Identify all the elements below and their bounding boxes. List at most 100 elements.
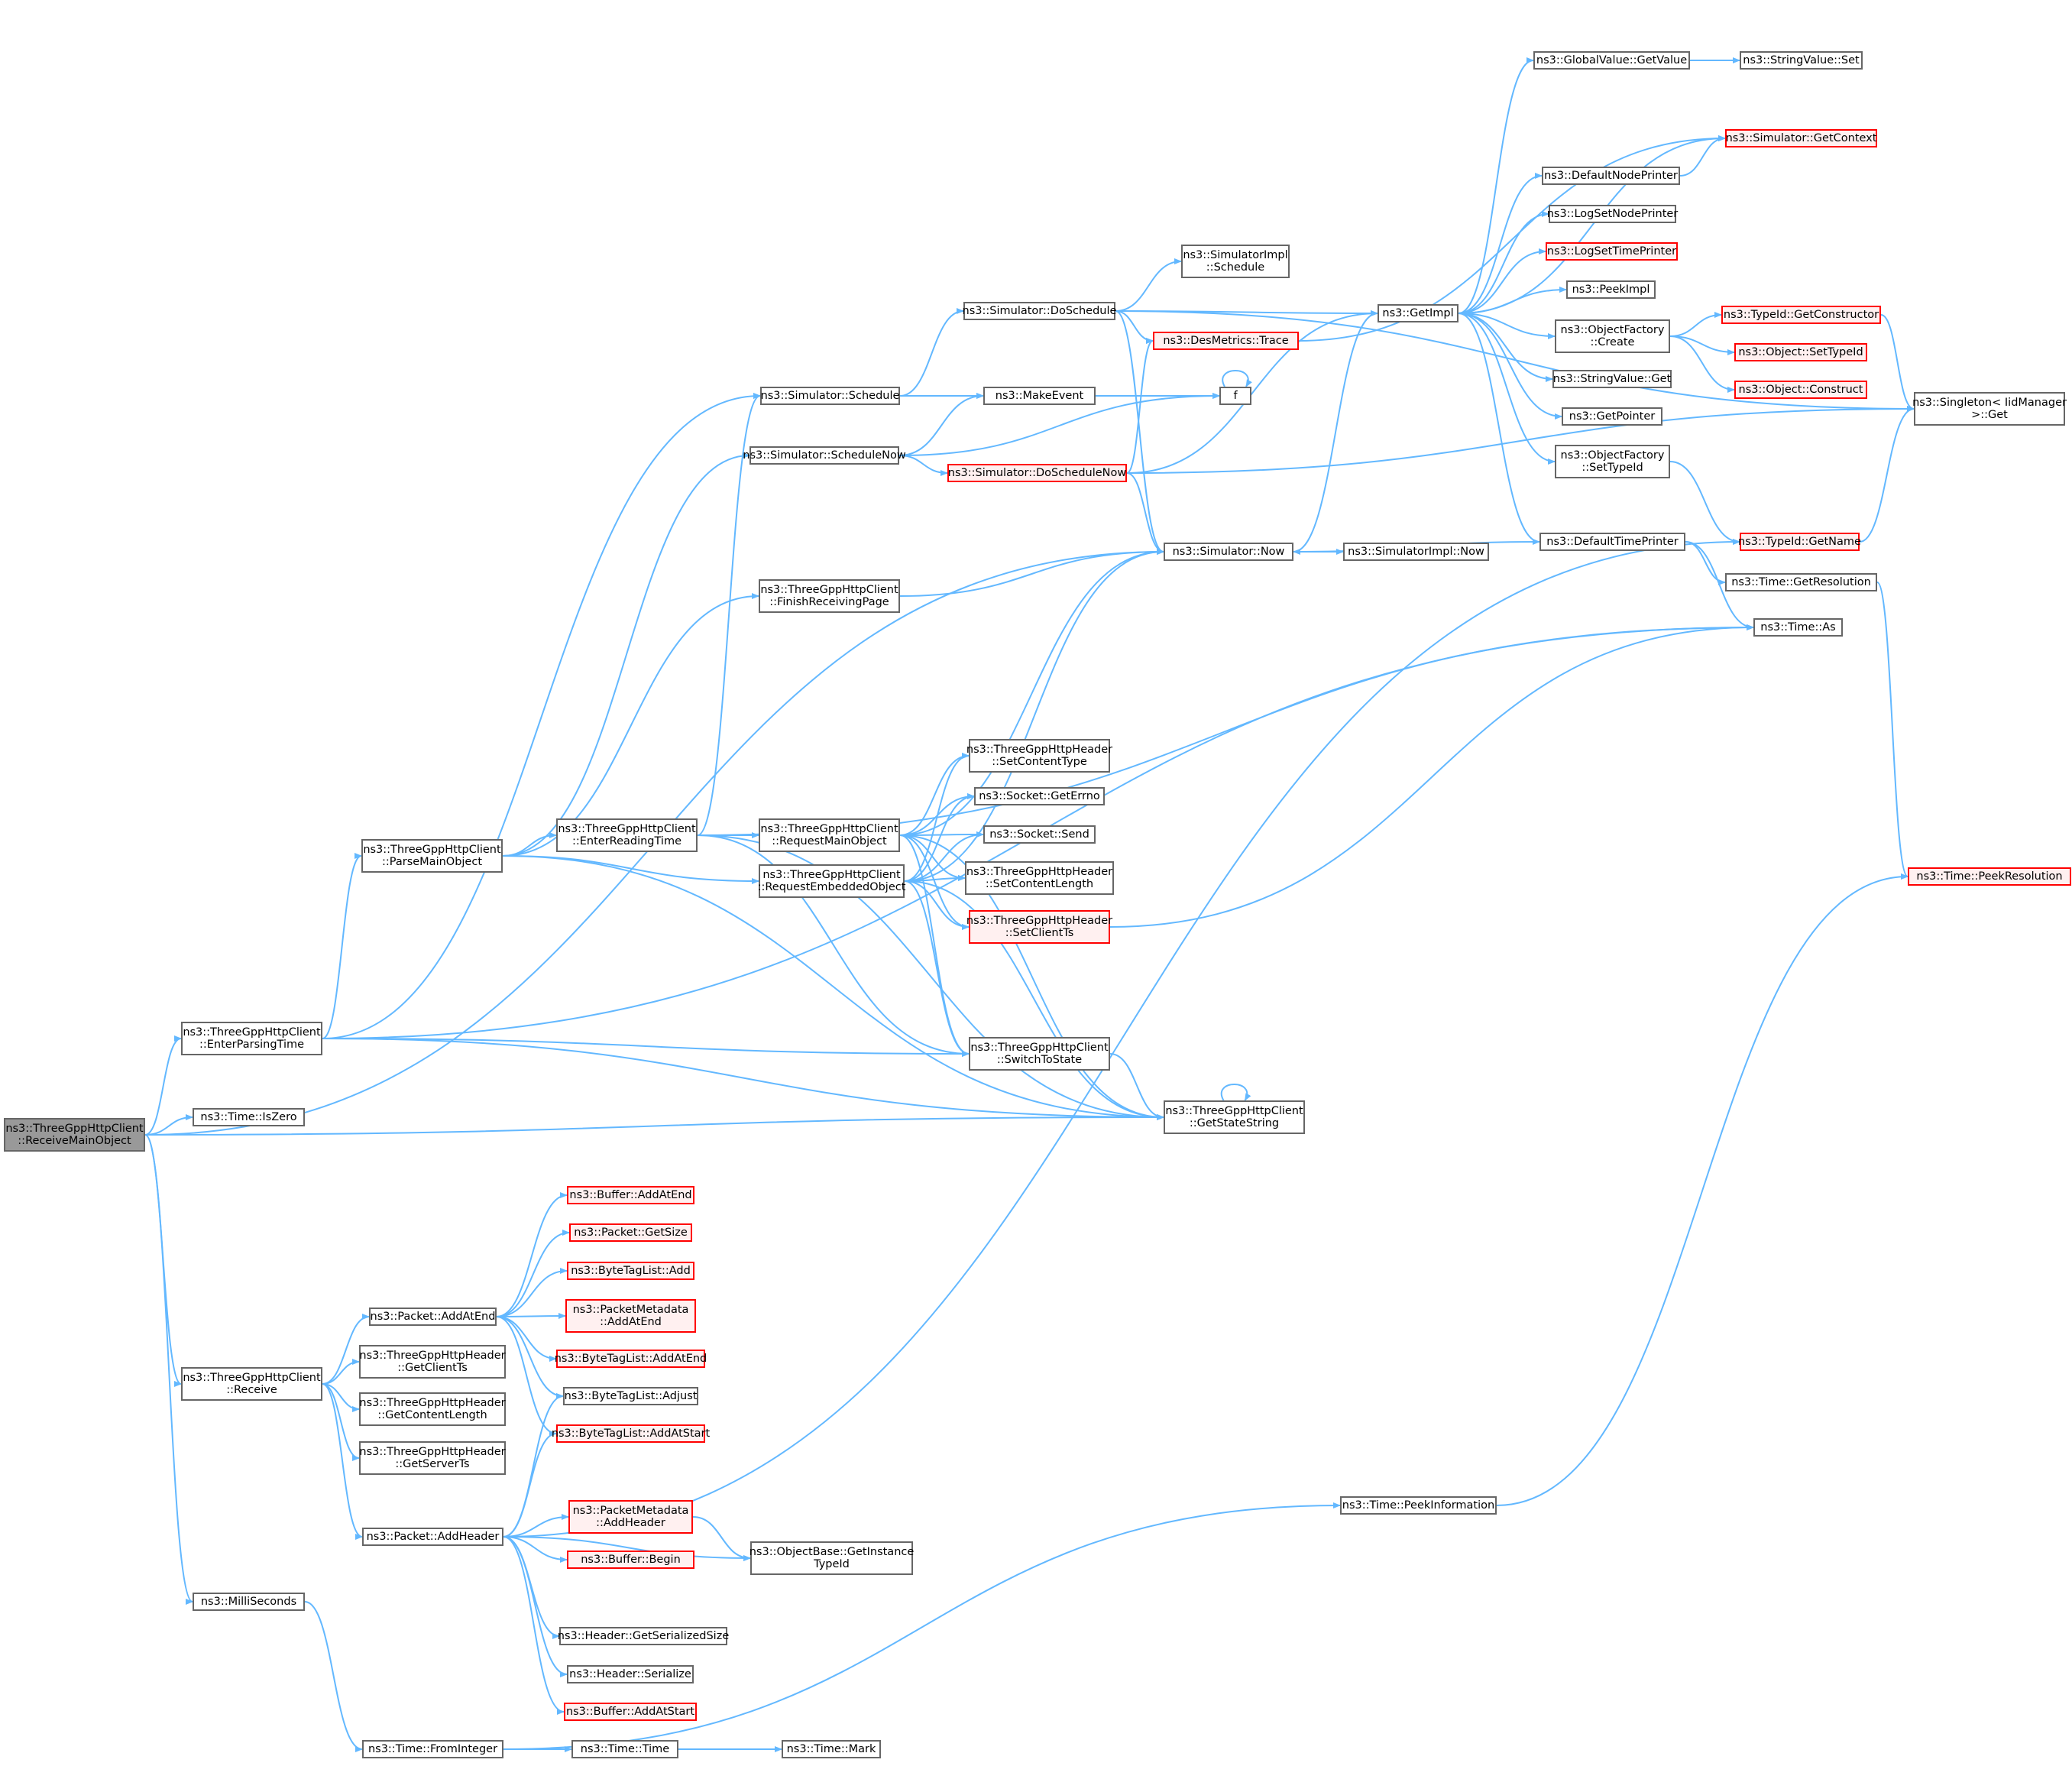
node-sim-do-schedule-now[interactable]: ns3::Simulator::DoScheduleNow bbox=[947, 464, 1127, 482]
node-sv-set[interactable]: ns3::StringValue::Set bbox=[1740, 51, 1863, 70]
node-pm-add-header[interactable]: ns3::PacketMetadata::AddHeader bbox=[568, 1500, 693, 1534]
node-label-line: ns3::ObjectBase::GetInstance bbox=[749, 1546, 915, 1558]
node-des-metrics-trace[interactable]: ns3::DesMetrics::Trace bbox=[1153, 332, 1299, 350]
node-hdr-get-content-length[interactable]: ns3::ThreeGppHttpHeader::GetContentLengt… bbox=[359, 1392, 506, 1426]
node-object-construct[interactable]: ns3::Object::Construct bbox=[1734, 381, 1867, 399]
node-get-state-string[interactable]: ns3::ThreeGppHttpClient::GetStateString bbox=[1164, 1100, 1305, 1134]
node-btl-add-at-start[interactable]: ns3::ByteTagList::AddAtStart bbox=[552, 1424, 710, 1443]
node-time-peek-information[interactable]: ns3::Time::PeekInformation bbox=[1340, 1496, 1497, 1515]
node-enter-reading-time[interactable]: ns3::ThreeGppHttpClient::EnterReadingTim… bbox=[556, 818, 698, 852]
node-label-line: ns3::Simulator::GetContext bbox=[1725, 132, 1877, 144]
node-socket-send[interactable]: ns3::Socket::Send bbox=[983, 825, 1096, 844]
node-get-impl[interactable]: ns3::GetImpl bbox=[1378, 304, 1458, 322]
node-label-line: ns3::Packet::AddHeader bbox=[366, 1531, 500, 1543]
node-btl-add[interactable]: ns3::ByteTagList::Add bbox=[567, 1262, 694, 1280]
edge-of-create-to-object-set-typeid bbox=[1669, 335, 1735, 355]
node-label-line: ns3::ObjectFactory bbox=[1560, 449, 1665, 462]
node-label-line: ns3::Singleton< IidManager bbox=[1912, 397, 2067, 409]
node-gv-getvalue[interactable]: ns3::GlobalValue::GetValue bbox=[1533, 51, 1690, 70]
node-label-line: ns3::ThreeGppHttpHeader bbox=[359, 1397, 506, 1409]
node-hdr-set-content-type[interactable]: ns3::ThreeGppHttpHeader::SetContentType bbox=[966, 739, 1112, 773]
node-milliseconds[interactable]: ns3::MilliSeconds bbox=[193, 1593, 305, 1611]
node-label-line: ::FinishReceivingPage bbox=[769, 596, 889, 608]
node-log-set-time-printer[interactable]: ns3::LogSetTimePrinter bbox=[1546, 242, 1678, 261]
node-packet-get-size[interactable]: ns3::Packet::GetSize bbox=[569, 1223, 692, 1242]
node-simimpl-now[interactable]: ns3::SimulatorImpl::Now bbox=[1343, 543, 1489, 561]
node-buffer-add-at-start[interactable]: ns3::Buffer::AddAtStart bbox=[564, 1703, 697, 1721]
edge-packet-add-header-to-btl-adjust bbox=[503, 1393, 564, 1538]
node-label-line: ::GetClientTs bbox=[397, 1362, 468, 1374]
edge-sim-do-schedule-to-simimpl-schedule bbox=[1115, 258, 1182, 312]
node-request-main-object[interactable]: ns3::ThreeGppHttpClient::RequestMainObje… bbox=[759, 818, 900, 852]
node-switch-to-state[interactable]: ns3::ThreeGppHttpClient::SwitchToState bbox=[969, 1037, 1110, 1071]
node-receive-main-object[interactable]: ns3::ThreeGppHttpClient::ReceiveMainObje… bbox=[4, 1118, 145, 1152]
node-f[interactable]: f bbox=[1219, 387, 1251, 405]
node-btl-add-at-end[interactable]: ns3::ByteTagList::AddAtEnd bbox=[555, 1350, 707, 1368]
node-time-get-resolution[interactable]: ns3::Time::GetResolution bbox=[1725, 573, 1877, 591]
node-sim-now[interactable]: ns3::Simulator::Now bbox=[1164, 543, 1293, 561]
node-singleton-get[interactable]: ns3::Singleton< IidManager>::Get bbox=[1912, 392, 2067, 426]
node-header-serialize[interactable]: ns3::Header::Serialize bbox=[567, 1665, 694, 1683]
node-hdr-get-server-ts[interactable]: ns3::ThreeGppHttpHeader::GetServerTs bbox=[359, 1441, 506, 1475]
node-hdr-set-client-ts[interactable]: ns3::ThreeGppHttpHeader::SetClientTs bbox=[966, 910, 1112, 944]
node-socket-get-errno[interactable]: ns3::Socket::GetErrno bbox=[974, 787, 1105, 805]
node-sim-do-schedule[interactable]: ns3::Simulator::DoSchedule bbox=[963, 302, 1116, 320]
node-label-line: ns3::SimulatorImpl::Now bbox=[1348, 546, 1484, 558]
node-default-time-printer[interactable]: ns3::DefaultTimePrinter bbox=[1539, 533, 1685, 551]
node-finish-receiving-page[interactable]: ns3::ThreeGppHttpClient::FinishReceiving… bbox=[759, 579, 900, 613]
node-time-peek-resolution[interactable]: ns3::Time::PeekResolution bbox=[1908, 867, 2071, 886]
node-label-line: ns3::Time::GetResolution bbox=[1731, 576, 1871, 588]
node-enter-parsing-time[interactable]: ns3::ThreeGppHttpClient::EnterParsingTim… bbox=[181, 1022, 322, 1055]
node-log-set-node-printer[interactable]: ns3::LogSetNodePrinter bbox=[1547, 205, 1678, 223]
node-buffer-begin[interactable]: ns3::Buffer::Begin bbox=[567, 1551, 694, 1569]
node-label-line: ns3::TypeId::GetName bbox=[1738, 536, 1861, 548]
node-of-set-typeid[interactable]: ns3::ObjectFactory::SetTypeId bbox=[1555, 445, 1670, 478]
node-get-pointer[interactable]: ns3::GetPointer bbox=[1562, 407, 1662, 426]
node-packet-add-header[interactable]: ns3::Packet::AddHeader bbox=[362, 1528, 503, 1546]
node-sim-get-context[interactable]: ns3::Simulator::GetContext bbox=[1725, 129, 1877, 147]
edge-client-receive-to-packet-add-at-end bbox=[322, 1314, 370, 1385]
node-label-line: ns3::StringValue::Get bbox=[1552, 373, 1672, 385]
node-sim-schedule[interactable]: ns3::Simulator::Schedule bbox=[760, 387, 900, 405]
node-label-line: ns3::ThreeGppHttpClient bbox=[5, 1123, 144, 1135]
node-header-get-serialized-size[interactable]: ns3::Header::GetSerializedSize bbox=[558, 1627, 729, 1645]
edge-packet-add-header-to-buffer-begin bbox=[503, 1536, 568, 1563]
edge-of-create-to-object-construct bbox=[1669, 335, 1735, 393]
node-packet-add-at-end[interactable]: ns3::Packet::AddAtEnd bbox=[369, 1308, 497, 1326]
node-typeid-get-constructor[interactable]: ns3::TypeId::GetConstructor bbox=[1721, 306, 1881, 324]
node-label-line: ::SetContentType bbox=[992, 756, 1087, 768]
node-pm-add-at-end[interactable]: ns3::PacketMetadata::AddAtEnd bbox=[565, 1299, 696, 1333]
node-peek-impl[interactable]: ns3::PeekImpl bbox=[1566, 280, 1656, 299]
node-label-line: ns3::Time::IsZero bbox=[200, 1111, 297, 1123]
node-parse-main-object[interactable]: ns3::ThreeGppHttpClient::ParseMainObject bbox=[361, 839, 503, 873]
edge-packet-add-header-to-objbase-get-instance-typeid bbox=[503, 1536, 751, 1561]
node-typeid-get-name[interactable]: ns3::TypeId::GetName bbox=[1738, 533, 1861, 551]
node-object-set-typeid[interactable]: ns3::Object::SetTypeId bbox=[1734, 343, 1867, 361]
node-sv-get[interactable]: ns3::StringValue::Get bbox=[1552, 370, 1672, 388]
node-time-from-integer[interactable]: ns3::Time::FromInteger bbox=[362, 1740, 503, 1758]
node-buffer-add-at-end[interactable]: ns3::Buffer::AddAtEnd bbox=[567, 1186, 694, 1204]
node-sim-schedule-now[interactable]: ns3::Simulator::ScheduleNow bbox=[743, 446, 906, 465]
node-label-line: ns3::Simulator::Schedule bbox=[760, 390, 900, 402]
node-hdr-get-client-ts[interactable]: ns3::ThreeGppHttpHeader::GetClientTs bbox=[359, 1345, 506, 1379]
node-client-receive[interactable]: ns3::ThreeGppHttpClient::Receive bbox=[181, 1367, 322, 1401]
node-request-embedded-object[interactable]: ns3::ThreeGppHttpClient::RequestEmbedded… bbox=[758, 864, 905, 898]
node-label-line: ::ParseMainObject bbox=[381, 856, 483, 868]
node-simimpl-schedule[interactable]: ns3::SimulatorImpl::Schedule bbox=[1181, 245, 1290, 278]
node-time-mark[interactable]: ns3::Time::Mark bbox=[782, 1740, 881, 1758]
node-make-event[interactable]: ns3::MakeEvent bbox=[983, 387, 1096, 405]
node-time-time[interactable]: ns3::Time::Time bbox=[571, 1740, 678, 1758]
node-time-iszero[interactable]: ns3::Time::IsZero bbox=[193, 1108, 305, 1126]
node-label-line: ns3::PacketMetadata bbox=[572, 1304, 689, 1316]
node-default-node-printer[interactable]: ns3::DefaultNodePrinter bbox=[1542, 167, 1680, 185]
edge-sim-do-schedule-now-to-des-metrics-trace bbox=[1126, 338, 1154, 474]
node-label-line: ns3::PacketMetadata bbox=[572, 1505, 689, 1517]
edge-enter-parsing-time-to-sim-schedule bbox=[322, 393, 761, 1039]
node-label-line: ns3::StringValue::Set bbox=[1743, 54, 1860, 66]
node-time-as[interactable]: ns3::Time::As bbox=[1753, 618, 1843, 637]
edge-milliseconds-to-time-from-integer bbox=[304, 1601, 363, 1752]
node-hdr-set-content-length[interactable]: ns3::ThreeGppHttpHeader::SetContentLengt… bbox=[965, 861, 1114, 895]
node-btl-adjust[interactable]: ns3::ByteTagList::Adjust bbox=[563, 1387, 698, 1405]
node-of-create[interactable]: ns3::ObjectFactory::Create bbox=[1555, 319, 1670, 353]
